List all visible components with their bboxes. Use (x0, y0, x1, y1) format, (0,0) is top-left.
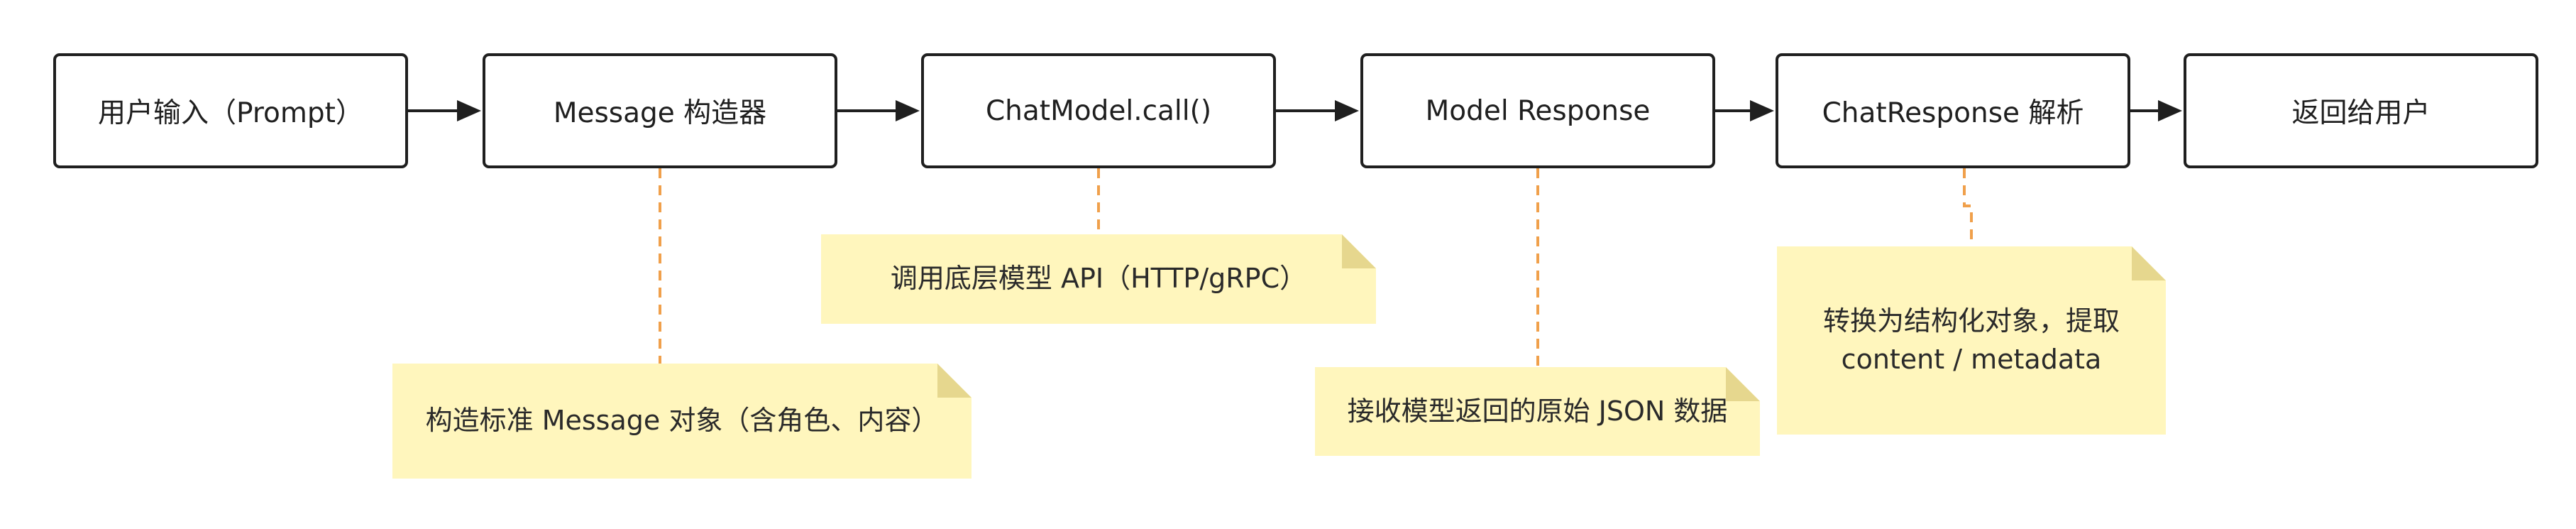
node-chatmodel-call: ChatModel.call() (921, 53, 1276, 168)
note-text: 转换为结构化对象，提取 content / metadata (1822, 305, 2120, 375)
note-chatresponse-parse: 转换为结构化对象，提取 content / metadata (1777, 246, 2166, 435)
note-model-response: 接收模型返回的原始 JSON 数据 (1315, 367, 1760, 456)
node-return-to-user: 返回给用户 (2184, 53, 2538, 168)
flow-arrowhead (1750, 100, 1774, 121)
flow-arrowhead (457, 100, 481, 121)
node-label: Message 构造器 (553, 97, 767, 129)
note-message-builder: 构造标准 Message 对象（含角色、内容） (392, 364, 971, 479)
node-label: Model Response (1425, 94, 1651, 127)
note-text: 调用底层模型 API（HTTP/gRPC） (890, 263, 1307, 295)
note-chatmodel-call: 调用底层模型 API（HTTP/gRPC） (821, 234, 1376, 324)
node-model-response: Model Response (1360, 53, 1715, 168)
node-label: 用户输入（Prompt） (98, 97, 363, 129)
note-connector-line (1963, 168, 1973, 246)
node-message-builder: Message 构造器 (483, 53, 837, 168)
flow-arrowhead (896, 100, 920, 121)
flow-arrowhead (1335, 100, 1359, 121)
note-text: 接收模型返回的原始 JSON 数据 (1347, 395, 1728, 427)
flow-arrowhead (2158, 100, 2182, 121)
node-label: ChatResponse 解析 (1822, 97, 2084, 129)
node-label: ChatModel.call() (985, 94, 1212, 127)
node-chatresponse-parse: ChatResponse 解析 (1776, 53, 2130, 168)
node-user-input: 用户输入（Prompt） (53, 53, 408, 168)
note-text: 构造标准 Message 对象（含角色、内容） (425, 405, 939, 437)
node-label: 返回给用户 (2291, 97, 2431, 129)
